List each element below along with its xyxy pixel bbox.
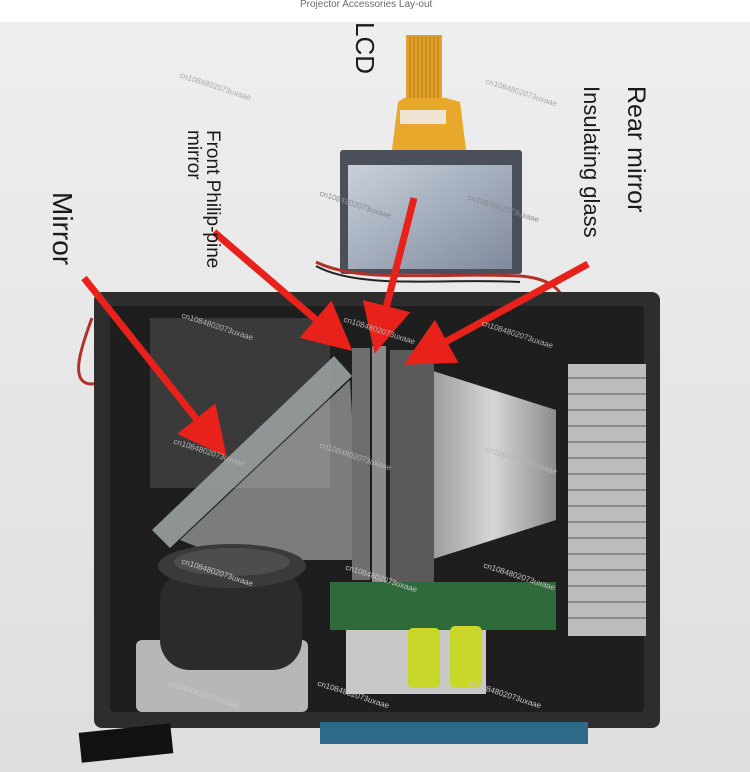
heatsink bbox=[568, 364, 646, 636]
top-band bbox=[0, 0, 750, 22]
capacitor-right bbox=[450, 626, 482, 688]
glass-stack bbox=[352, 346, 434, 586]
lcd-panel bbox=[340, 150, 522, 274]
label-mirror: Mirror bbox=[47, 192, 78, 266]
capacitor-left bbox=[408, 628, 440, 688]
caption: Projector Accessories Lay-out bbox=[300, 0, 433, 10]
arrow-front-mirror bbox=[211, 229, 353, 352]
arrow-lcd bbox=[362, 197, 418, 354]
label-front-mirror: Front Philip-pine mirror bbox=[183, 130, 223, 269]
label-lcd: LCD bbox=[350, 22, 380, 75]
bottom-board bbox=[320, 722, 588, 744]
wire-black bbox=[315, 265, 521, 283]
arrow-rear-mirror bbox=[403, 260, 590, 365]
label-insulating-glass: Insulating glass bbox=[579, 86, 604, 238]
light-tunnel bbox=[430, 370, 556, 560]
diagonal-mirror bbox=[152, 356, 360, 560]
loose-tab bbox=[78, 723, 174, 763]
label-rear-mirror: Rear mirror bbox=[622, 86, 650, 213]
arrow-mirror bbox=[81, 275, 227, 457]
lcd-flex-cable bbox=[392, 35, 466, 150]
projection-lens bbox=[136, 544, 308, 712]
